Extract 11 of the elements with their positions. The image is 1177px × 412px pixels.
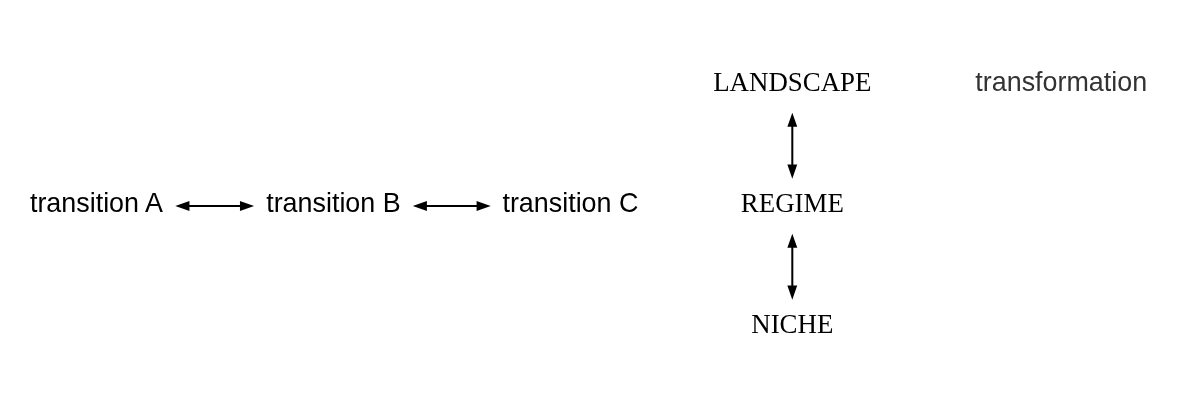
arrow (175, 201, 255, 211)
label: transformation (975, 67, 1148, 98)
node-text: transition A (29, 188, 163, 219)
arrow (787, 112, 798, 179)
arrow (412, 201, 491, 211)
node-text: transition C (502, 188, 639, 219)
node-text: NICHE (751, 309, 834, 340)
node-text: transition B (266, 188, 401, 219)
node-text: LANDSCAPE (713, 67, 872, 98)
node-text: REGIME (740, 188, 844, 219)
arrow (787, 233, 798, 300)
